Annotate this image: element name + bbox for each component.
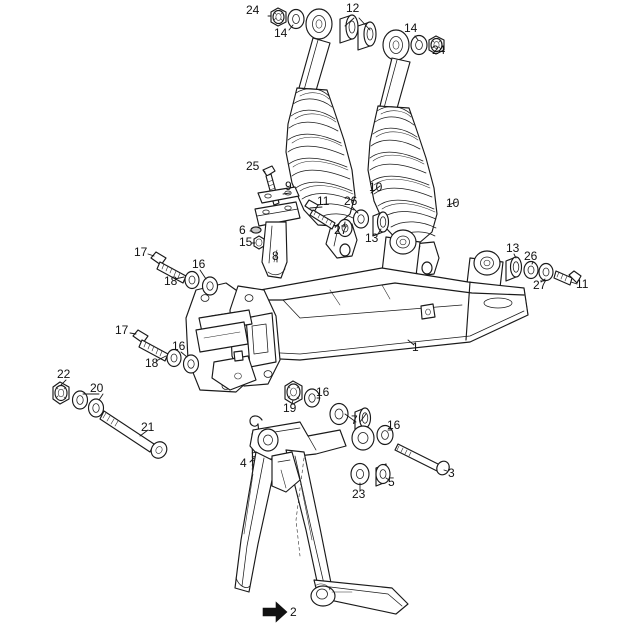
callout-13-left: 13 bbox=[365, 231, 379, 245]
washer-20-a bbox=[71, 390, 89, 410]
bolt-17-lower bbox=[132, 329, 169, 362]
callout-27-left: 27 bbox=[334, 223, 348, 237]
washer-26-left bbox=[352, 209, 370, 229]
pivot-bolt-21 bbox=[99, 410, 168, 459]
bolt-11-right bbox=[553, 270, 582, 286]
callout-11-right: 11 bbox=[576, 277, 589, 291]
washer-16-upper bbox=[201, 276, 219, 296]
swingarm-1 bbox=[199, 229, 529, 361]
hex-nut-24-left bbox=[270, 7, 287, 27]
callout-5: 5 bbox=[388, 475, 395, 489]
small-screw-6 bbox=[250, 226, 262, 234]
callout-17-lower: 17 bbox=[115, 323, 129, 337]
callout-2: 2 bbox=[290, 605, 297, 619]
washer-27-right bbox=[538, 262, 554, 282]
washer-23 bbox=[350, 462, 370, 486]
left-shock-upper-hardware bbox=[270, 7, 377, 51]
callout-24-left: 24 bbox=[246, 3, 260, 17]
callout-13-right: 13 bbox=[506, 241, 520, 255]
right-shock-upper-hardware bbox=[382, 29, 445, 61]
callout-16-stand: 16 bbox=[316, 385, 330, 399]
washer-20-b bbox=[87, 398, 105, 418]
shock-absorber-10-left bbox=[285, 37, 358, 259]
spacer-13-right bbox=[505, 256, 523, 282]
callout-22: 22 bbox=[57, 367, 71, 381]
engine-mount-hardware-upper bbox=[150, 251, 219, 296]
callout-3: 3 bbox=[448, 466, 455, 480]
washer-18-upper bbox=[184, 270, 200, 290]
callout-4: 4 bbox=[240, 456, 247, 470]
washer-27-left bbox=[337, 218, 353, 238]
rubber-stop-5 bbox=[375, 463, 391, 487]
callout-26-left: 26 bbox=[344, 194, 358, 208]
callout-15: 15 bbox=[239, 235, 253, 249]
bushing-7-a bbox=[329, 402, 349, 426]
hex-nut-24-right bbox=[428, 35, 445, 55]
left-lower-shock-hardware bbox=[304, 199, 390, 238]
highlight-arrow bbox=[262, 601, 288, 623]
bushing-12-b bbox=[357, 21, 377, 51]
callout-7: 7 bbox=[351, 413, 358, 427]
shock-top-eye-left bbox=[305, 8, 333, 40]
callout-23: 23 bbox=[352, 487, 366, 501]
callout-12: 12 bbox=[346, 1, 360, 15]
bushing-12-a bbox=[339, 14, 359, 44]
bracket-plate bbox=[254, 201, 301, 227]
callout-1: 1 bbox=[412, 340, 419, 354]
callout-25: 25 bbox=[246, 159, 260, 173]
callout-21: 21 bbox=[141, 420, 155, 434]
spring-coils-left bbox=[287, 88, 355, 219]
callout-24-right: 24 bbox=[432, 43, 446, 57]
callout-16-right: 16 bbox=[387, 418, 401, 432]
callout-8: 8 bbox=[272, 249, 279, 263]
callout-18-lower: 18 bbox=[145, 356, 159, 370]
pivot-bolt-group bbox=[52, 381, 168, 459]
centre-stand-hardware-left bbox=[284, 380, 372, 433]
spring-coil-shading-right bbox=[372, 110, 436, 213]
clamp-plate-9 bbox=[257, 186, 300, 204]
nut-19 bbox=[284, 380, 303, 405]
centre-stand-2 bbox=[234, 421, 409, 615]
callout-10-left: 10 bbox=[369, 180, 383, 194]
engine-mount-hardware-lower bbox=[132, 329, 200, 374]
swingarm-left-lug bbox=[381, 229, 421, 277]
callout-17-upper: 17 bbox=[134, 245, 148, 259]
washer-26-right bbox=[523, 260, 539, 280]
washer-14-right bbox=[410, 34, 428, 56]
callout-10-right: 10 bbox=[446, 196, 460, 210]
bracket-arm-8 bbox=[261, 221, 288, 279]
swingarm-pivot-bracket bbox=[185, 282, 281, 393]
callout-6: 6 bbox=[239, 223, 246, 237]
right-lower-shock-hardware bbox=[505, 256, 582, 286]
washer-16-lower bbox=[182, 354, 200, 374]
callout-20: 20 bbox=[90, 381, 104, 395]
callout-26-right: 26 bbox=[524, 249, 538, 263]
bolt-11-left bbox=[304, 199, 336, 230]
callout-9: 9 bbox=[285, 179, 292, 193]
small-nut-15 bbox=[253, 235, 265, 250]
callout-16-lower: 16 bbox=[172, 339, 186, 353]
callout-27-right: 27 bbox=[533, 278, 547, 292]
washer-18-lower bbox=[166, 348, 182, 368]
stand-pivot-bolt-3 bbox=[394, 443, 450, 476]
stand-stop-bracket-group bbox=[250, 165, 301, 279]
nut-22 bbox=[52, 381, 70, 405]
washer-14-left bbox=[287, 8, 305, 30]
leader-lines bbox=[60, 15, 578, 491]
callout-11-left: 11 bbox=[317, 194, 330, 208]
callout-19: 19 bbox=[283, 401, 297, 415]
callout-18-upper: 18 bbox=[164, 274, 178, 288]
callout-16-upper: 16 bbox=[192, 257, 206, 271]
spring-coil-shading-left bbox=[291, 92, 354, 195]
callout-14-left: 14 bbox=[274, 26, 288, 40]
shock-top-eye-right bbox=[382, 29, 410, 61]
callout-14-right: 14 bbox=[404, 21, 418, 35]
